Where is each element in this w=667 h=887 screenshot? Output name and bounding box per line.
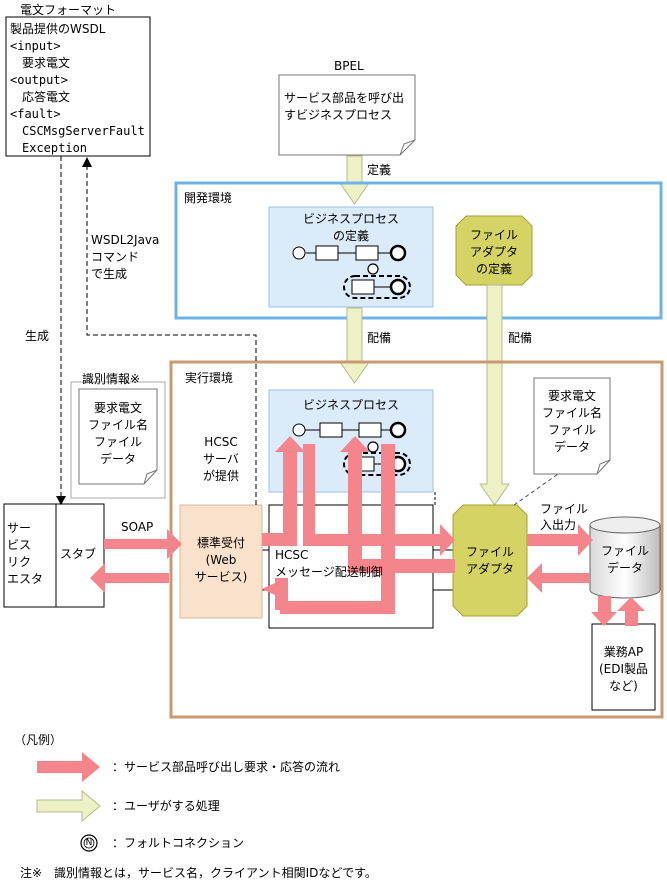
wsdl-input-value: 要求電文 bbox=[22, 56, 71, 70]
wsdl2java-line1: WSDL2Java bbox=[91, 233, 160, 247]
legend-yellow-arrow-text: ：ユーザがする処理 bbox=[112, 799, 220, 813]
wsdl-input-tag: <input> bbox=[10, 39, 61, 53]
file-adapter-line2: アダプタ bbox=[465, 562, 514, 576]
bpel-document bbox=[278, 74, 416, 156]
wsdl-fault-tag: <fault> bbox=[10, 107, 61, 121]
requester-line1: サー bbox=[7, 521, 32, 535]
legend-title: （凡例） bbox=[14, 733, 63, 747]
file-data-cylinder bbox=[589, 516, 661, 599]
fa-def-line3: の定義 bbox=[475, 262, 512, 276]
std-recv-line2: (Web bbox=[205, 553, 237, 567]
identification-inner-document bbox=[78, 388, 158, 485]
fa-def-line2: アダプタ bbox=[469, 245, 518, 259]
wsdl-fault-value-1: CSCMsgServerFault bbox=[22, 124, 145, 138]
file-data-line1: ファイル bbox=[600, 544, 649, 558]
bp-runtime-label: ビジネスプロセス bbox=[302, 398, 399, 412]
hcsc-ctrl-line1: HCSC bbox=[275, 548, 309, 562]
id-info-line1: 要求電文 bbox=[93, 401, 142, 415]
generate-label: 生成 bbox=[25, 329, 50, 343]
req-doc-line2: ファイル名 bbox=[541, 406, 602, 420]
id-info-title: 識別情報※ bbox=[82, 372, 141, 386]
wsdl2java-line2: コマンド bbox=[91, 250, 140, 264]
bp-def-line2: の定義 bbox=[332, 229, 369, 243]
biz-ap-line3: など) bbox=[609, 679, 638, 693]
request-document bbox=[533, 377, 611, 475]
biz-ap-line1: 業務AP bbox=[603, 645, 644, 659]
legend-red-arrow-text: ：サービス部品呼び出し要求・応答の流れ bbox=[112, 760, 341, 774]
req-doc-line1: 要求電文 bbox=[547, 389, 596, 403]
wsdl-output-value: 応答電文 bbox=[22, 90, 71, 104]
service-requester-box bbox=[3, 503, 57, 608]
legend-yellow-arrow bbox=[36, 789, 101, 823]
wsdl-format-title: 電文フォーマット bbox=[20, 3, 117, 17]
bpel-label: BPEL bbox=[334, 59, 364, 73]
file-adapter-line1: ファイル bbox=[465, 545, 514, 559]
bpel-document-fold bbox=[399, 139, 416, 156]
deploy-arrow-adapter bbox=[479, 284, 510, 506]
standard-receiver-box bbox=[179, 504, 263, 619]
wsdl2java-line3: で生成 bbox=[91, 267, 128, 281]
fa-def-line1: ファイル bbox=[469, 228, 518, 242]
legend-fault-symbol bbox=[80, 834, 98, 852]
bp-runtime-flow-graphic bbox=[292, 421, 411, 476]
soap-label: SOAP bbox=[121, 520, 154, 534]
stub-label: スタブ bbox=[60, 547, 97, 561]
file-io-line1: ファイル bbox=[540, 502, 589, 516]
bp-def-flow-graphic bbox=[292, 244, 411, 299]
bp-def-line1: ビジネスプロセス bbox=[302, 212, 399, 226]
footnote: 注※ 識別情報とは，サービス名，クライアント相関IDなどです。 bbox=[20, 866, 377, 880]
id-info-line4: データ bbox=[99, 452, 136, 466]
req-doc-line3: ファイル bbox=[547, 423, 596, 437]
deploy-label-bp: 配備 bbox=[367, 331, 392, 345]
request-document-link bbox=[513, 473, 559, 506]
bpel-doc-line2: すビジネスプロセス bbox=[284, 108, 393, 122]
exec-env-title: 実行環境 bbox=[185, 371, 234, 385]
requester-line4: エスタ bbox=[7, 572, 44, 586]
hcsc-ctrl-line2: メッセージ配送制御 bbox=[275, 565, 383, 579]
wsdl2java-dashed-line bbox=[86, 165, 257, 505]
hcsc-provides-line3: が提供 bbox=[202, 469, 239, 483]
wsdl-box bbox=[5, 16, 151, 157]
wsdl-heading: 製品提供のWSDL bbox=[10, 22, 106, 36]
file-io-line2: 入出力 bbox=[540, 518, 577, 532]
std-recv-line1: 標準受付 bbox=[196, 536, 245, 550]
legend-fault-symbol-letter: N bbox=[85, 838, 93, 848]
requester-line3: リク bbox=[7, 555, 32, 569]
id-info-line3: ファイル bbox=[93, 435, 142, 449]
req-doc-line4: データ bbox=[553, 440, 590, 454]
file-adapter-box bbox=[452, 504, 528, 617]
define-arrow bbox=[339, 155, 370, 205]
dev-env-title: 開発環境 bbox=[184, 191, 233, 205]
file-adapter-definition-box bbox=[455, 215, 533, 286]
hcsc-provides-line1: HCSC bbox=[204, 435, 238, 449]
deploy-label-adapter: 配備 bbox=[508, 331, 533, 345]
dev-env-box bbox=[174, 181, 663, 320]
service-call-flow-arrows bbox=[37, 436, 645, 782]
requester-line2: ビス bbox=[7, 538, 32, 552]
wsdl-output-tag: <output> bbox=[10, 73, 68, 87]
stub-box bbox=[55, 503, 105, 608]
hcsc-provides-line2: サーバ bbox=[203, 452, 239, 466]
file-data-line2: データ bbox=[606, 561, 643, 575]
legend-fault-text: ：フォルトコネクション bbox=[112, 836, 245, 850]
wsdl-fault-value-2: Exception bbox=[22, 141, 88, 155]
id-info-line2: ファイル名 bbox=[87, 418, 148, 432]
define-label: 定義 bbox=[367, 163, 392, 177]
biz-ap-line2: (EDI製品 bbox=[598, 662, 649, 676]
bpel-doc-line1: サービス部品を呼び出 bbox=[284, 91, 405, 105]
std-recv-line3: サービス) bbox=[194, 570, 248, 584]
business-ap-box bbox=[591, 623, 656, 711]
